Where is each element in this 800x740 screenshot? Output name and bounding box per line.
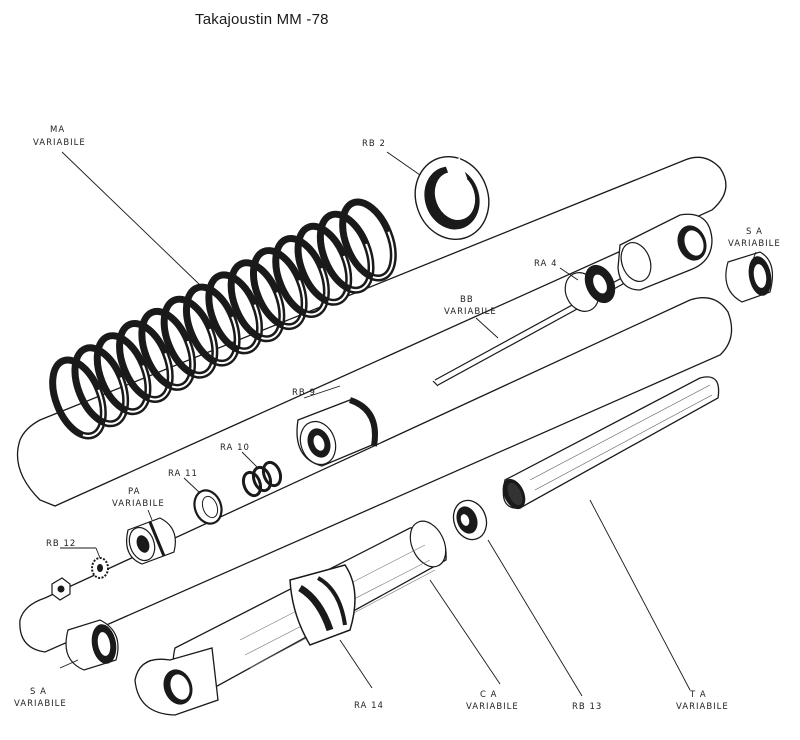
- label-ta-1: T A: [689, 690, 707, 700]
- spring-coil-highlight: [185, 286, 239, 365]
- label-bb-2: VARIABILE: [444, 307, 497, 317]
- washer-rb12: [91, 557, 109, 579]
- label-rb2: RB 2: [362, 139, 386, 149]
- label-ra10: RA 10: [220, 443, 250, 453]
- tube-ta: [502, 376, 720, 510]
- spring-coil-highlight: [163, 298, 216, 377]
- lower-group-outline: [19, 297, 733, 653]
- bush-sa-bottom: [65, 619, 119, 671]
- spring-coil-highlight: [118, 322, 172, 401]
- drawing-title: Takajoustin MM -78: [195, 11, 329, 28]
- piston-pa: [126, 517, 176, 565]
- label-ra4: RA 4: [534, 259, 558, 269]
- label-rb9: RB 9: [292, 388, 316, 398]
- label-ra11: RA 11: [168, 469, 198, 479]
- coil-spring-ma: [49, 198, 397, 440]
- bottom-eye: [134, 647, 219, 716]
- spring-coil-highlight: [51, 359, 105, 437]
- spring-coil-highlight: [73, 346, 127, 425]
- label-rb13: RB 13: [572, 702, 602, 712]
- bush-sa-top: [725, 251, 773, 303]
- label-sa-top-2: VARIABILE: [728, 239, 781, 249]
- leader-lines: [59, 151, 757, 697]
- rod-end-eye-top: [617, 213, 713, 291]
- label-ta-2: VARIABILE: [676, 702, 729, 712]
- label-pa-2: VARIABILE: [112, 499, 165, 509]
- spring-coil-highlight: [297, 225, 350, 304]
- label-ra14: RA 14: [354, 701, 384, 711]
- label-sa-bottom-1: S A: [30, 687, 47, 697]
- cap-rb13: [452, 499, 488, 541]
- cutaway-ra14: [289, 564, 356, 646]
- label-bb-1: BB: [460, 295, 474, 305]
- spring-coil-highlight: [341, 201, 395, 279]
- label-ca-2: VARIABILE: [466, 702, 519, 712]
- upper-group-outline: [16, 156, 727, 507]
- split-washer-rb2: [414, 155, 490, 241]
- rod-bushing-ra4: [564, 264, 616, 312]
- spring-coil-highlight: [230, 261, 283, 340]
- label-sa-top-1: S A: [746, 227, 763, 237]
- spring-coil-highlight: [274, 237, 328, 316]
- label-rb12: RB 12: [46, 539, 76, 549]
- label-sa-bottom-2: VARIABILE: [14, 699, 67, 709]
- label-ca-1: C A: [480, 690, 497, 700]
- small-spring-ra10: [241, 460, 283, 498]
- spring-coil-highlight: [207, 273, 261, 352]
- label-pa-1: PA: [128, 487, 140, 497]
- valve-head-rb9: [296, 397, 378, 467]
- spring-coil-highlight: [252, 249, 306, 328]
- label-ma-2: VARIABILE: [33, 138, 86, 148]
- spring-coil-highlight: [319, 213, 373, 292]
- label-ma-1: MA: [50, 125, 65, 135]
- nut-rb12: [51, 577, 71, 601]
- spring-coil-highlight: [140, 310, 194, 389]
- spring-coil-highlight: [96, 334, 149, 413]
- retaining-clip-ra11: [193, 489, 223, 525]
